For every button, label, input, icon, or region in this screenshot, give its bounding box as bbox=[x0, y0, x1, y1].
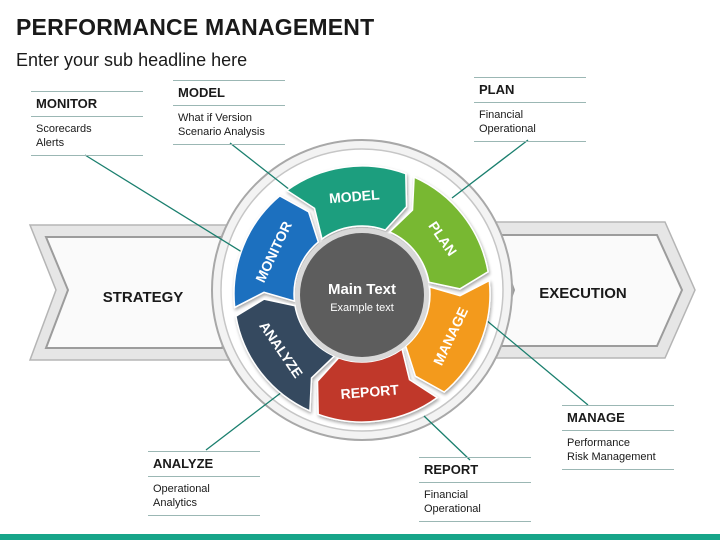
callout-manage: MANAGE Performance Risk Management bbox=[562, 405, 674, 470]
segment-manage bbox=[404, 279, 491, 394]
callout-monitor: MONITOR Scorecards Alerts bbox=[31, 91, 143, 156]
bottom-accent-bar bbox=[0, 534, 720, 540]
callout-model-line: Scenario Analysis bbox=[178, 126, 265, 138]
segment-monitor bbox=[233, 194, 320, 309]
segment-analyze bbox=[235, 298, 336, 413]
strategy-label: STRATEGY bbox=[103, 289, 184, 306]
segment-label-model: MODEL bbox=[328, 186, 380, 206]
page-subtitle: Enter your sub headline here bbox=[16, 50, 248, 70]
center-hub bbox=[300, 233, 424, 357]
callout-report-title: REPORT bbox=[419, 457, 531, 483]
callout-report: REPORT Financial Operational bbox=[419, 457, 531, 522]
segment-report bbox=[316, 347, 439, 423]
callout-plan: PLAN Financial Operational bbox=[474, 77, 586, 142]
callout-model-title: MODEL bbox=[173, 80, 285, 106]
leader-lines bbox=[84, 139, 589, 461]
segment-plan bbox=[388, 175, 489, 290]
callout-manage-title: MANAGE bbox=[562, 405, 674, 431]
callout-plan-title: PLAN bbox=[474, 77, 586, 103]
callout-model-line: What if Version bbox=[178, 112, 252, 124]
callout-report-line: Financial bbox=[424, 489, 469, 501]
page-title: PERFORMANCE MANAGEMENT bbox=[16, 14, 375, 40]
callout-monitor-title: MONITOR bbox=[31, 91, 143, 117]
callout-analyze: ANALYZE Operational Analytics bbox=[148, 451, 260, 516]
execution-label: EXECUTION bbox=[539, 285, 627, 302]
callout-plan-line: Financial bbox=[479, 109, 524, 121]
callout-monitor-line: Alerts bbox=[36, 137, 65, 149]
strategy-arrow bbox=[28, 224, 261, 361]
segment-label-report: REPORT bbox=[340, 381, 400, 402]
callout-analyze-line: Analytics bbox=[153, 497, 198, 509]
callout-analyze-line: Operational bbox=[153, 483, 210, 495]
segment-model bbox=[285, 165, 408, 241]
callout-manage-line: Performance bbox=[567, 437, 630, 449]
callout-analyze-title: ANALYZE bbox=[148, 451, 260, 477]
callout-model: MODEL What if Version Scenario Analysis bbox=[173, 80, 285, 145]
callout-manage-line: Risk Management bbox=[567, 451, 656, 463]
center-sub-text: Example text bbox=[330, 302, 394, 314]
center-main-text: Main Text bbox=[328, 281, 396, 298]
callout-monitor-line: Scorecards bbox=[36, 123, 92, 135]
callout-report-line: Operational bbox=[424, 503, 481, 515]
callout-plan-line: Operational bbox=[479, 123, 536, 135]
